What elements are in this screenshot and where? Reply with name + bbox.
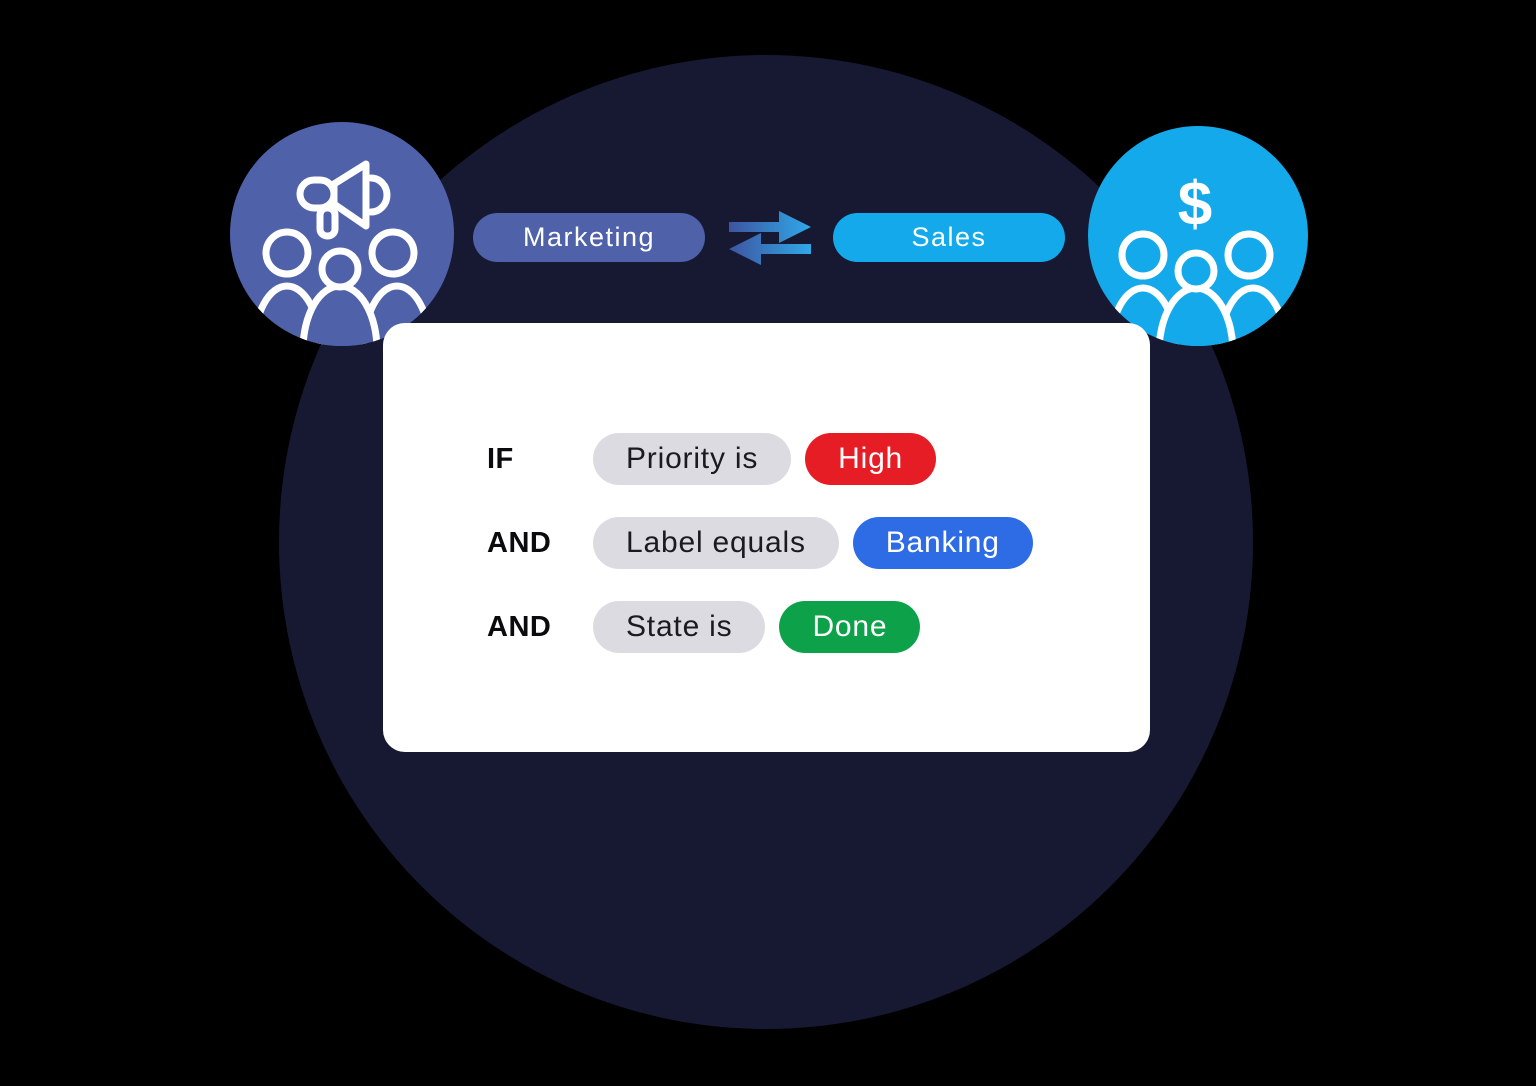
value-pill[interactable]: Banking [852,517,1033,569]
sales-pill-label: Sales [911,222,987,252]
rule-row: AND State is Done [487,601,1033,653]
megaphone-driver-icon [296,176,338,212]
audience-people-icon [1106,230,1290,346]
rule-row: IF Priority is High [487,433,1033,485]
marketing-team-bubble [230,122,454,346]
rule-card: IF Priority is High AND Label equals Ban… [383,323,1150,752]
audience-people-icon [250,228,434,346]
rule-rows: IF Priority is High AND Label equals Ban… [487,433,1033,653]
dollar-audience-icon: $ [1106,170,1290,346]
megaphone-audience-icon [250,160,434,346]
megaphone-handle-icon [316,204,339,240]
megaphone-rim-icon [367,174,391,216]
rule-row: AND Label equals Banking [487,517,1033,569]
arrow-right-icon [729,211,811,243]
value-pill[interactable]: High [805,433,937,485]
marketing-pill[interactable]: Marketing [473,213,705,262]
two-way-sync-arrows-icon [729,211,811,265]
megaphone-horn-icon [330,160,370,230]
condition-pill[interactable]: State is [593,601,766,653]
dollar-icon: $ [1178,170,1212,239]
operator-label: IF [487,442,514,475]
condition-pill[interactable]: Priority is [593,433,792,485]
value-pill[interactable]: Done [779,601,921,653]
condition-pill[interactable]: Label equals [593,517,839,569]
operator-label: AND [487,610,552,643]
sales-team-bubble: $ [1088,126,1308,346]
arrow-left-icon [729,233,811,265]
sales-pill[interactable]: Sales [833,213,1065,262]
marketing-pill-label: Marketing [522,222,656,252]
operator-label: AND [487,526,552,559]
